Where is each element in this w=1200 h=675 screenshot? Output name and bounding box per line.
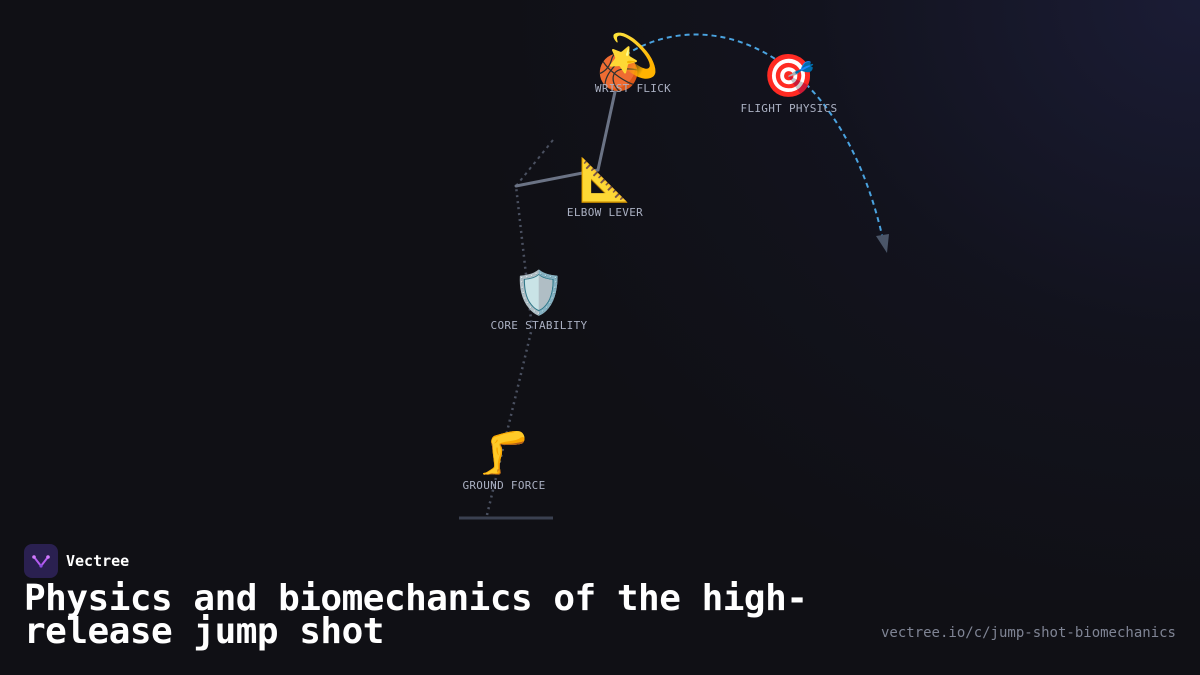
- node-label-flight-physics: FLIGHT PHYSICS: [740, 102, 838, 115]
- brand-name: Vectree: [66, 552, 130, 570]
- node-wrist-flick: 💫 WRIST FLICK: [594, 31, 672, 96]
- node-core-stability: 🛡️ CORE STABILITY: [490, 268, 588, 333]
- node-elbow-lever: 📐 ELBOW LEVER: [566, 155, 644, 220]
- guide-arm-dotted: [515, 139, 554, 187]
- source-url[interactable]: vectree.io/c/jump-shot-biomechanics: [880, 625, 1176, 641]
- node-label-wrist-flick: WRIST FLICK: [594, 82, 672, 95]
- shooting-arm: [514, 76, 620, 188]
- node-label-core-stability: CORE STABILITY: [490, 319, 588, 332]
- leg-icon: 🦵: [477, 428, 531, 477]
- page-title: Physics and biomechanics of the high-rel…: [24, 578, 808, 652]
- node-label-ground-force: GROUND FORCE: [462, 479, 546, 492]
- ball-trajectory: [617, 33, 885, 245]
- triangle-ruler-icon: 📐: [578, 155, 632, 204]
- basketball-node: 🏀: [598, 53, 640, 93]
- vectree-logo-icon: [24, 544, 58, 578]
- trajectory-arrowhead: [876, 234, 889, 253]
- basketball-icon: 🏀: [597, 53, 641, 93]
- dizzy-star-icon: 💫: [606, 31, 660, 80]
- node-label-elbow-lever: ELBOW LEVER: [566, 206, 644, 219]
- node-flight-physics: 🎯 FLIGHT PHYSICS: [740, 51, 838, 116]
- shield-icon: 🛡️: [512, 268, 566, 317]
- target-icon: 🎯: [762, 51, 816, 100]
- node-ground-force: 🦵 GROUND FORCE: [462, 428, 546, 493]
- brand: Vectree: [24, 544, 129, 578]
- body-axis-dotted: [485, 185, 534, 516]
